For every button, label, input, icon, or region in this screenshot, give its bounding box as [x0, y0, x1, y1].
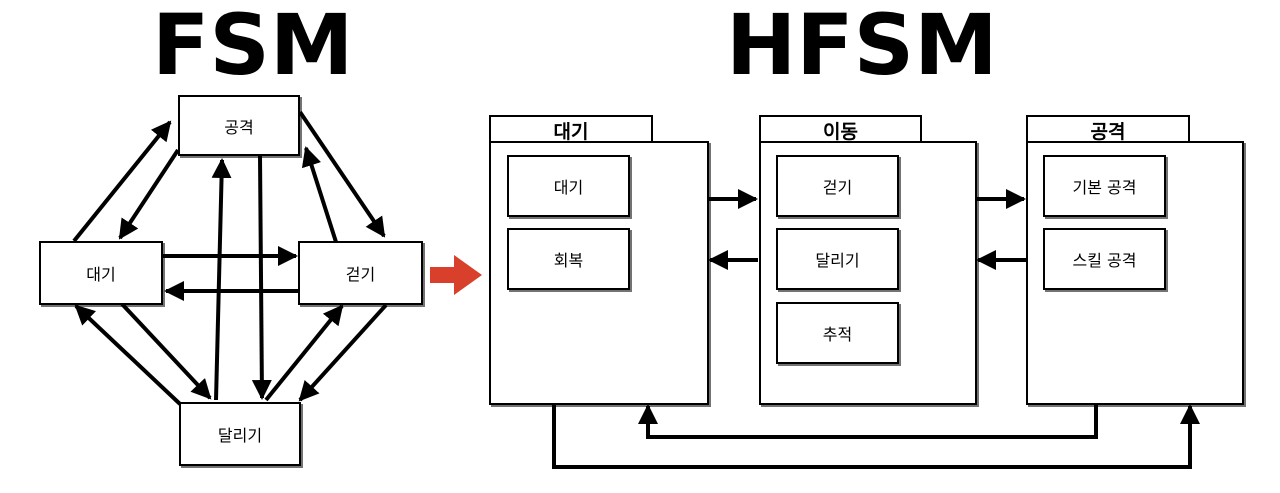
edge-idle-to-attack — [72, 120, 172, 243]
fsm-state-walk: 걷기 — [298, 241, 423, 305]
hfsm-idle-state-idle: 대기 — [507, 155, 630, 217]
edge-hidle-to-hattack — [552, 404, 1200, 469]
hfsm-move-state-walk: 걷기 — [776, 155, 899, 217]
transition-arrow — [430, 255, 482, 295]
edge-idle-to-run — [120, 302, 212, 400]
edge-walk-to-attack — [301, 146, 338, 243]
edge-attack-to-idle — [118, 148, 180, 240]
fsm-title: FSM — [152, 0, 354, 94]
edge-walk-to-run — [298, 303, 388, 402]
fsm-state-attack: 공격 — [178, 95, 300, 156]
edge-hattack-to-hidle — [638, 404, 1098, 439]
hfsm-move-state-chase: 추적 — [776, 302, 899, 364]
hfsm-group-idle-tab: 대기 — [489, 115, 653, 145]
edge-run-to-attack — [211, 158, 232, 401]
hfsm-attack-state-basic: 기본 공격 — [1043, 155, 1166, 217]
fsm-state-run: 달리기 — [179, 402, 301, 466]
hfsm-attack-state-skill: 스킬 공격 — [1043, 228, 1166, 290]
hfsm-move-state-run: 달리기 — [776, 228, 899, 290]
fsm-state-idle: 대기 — [39, 241, 163, 305]
edge-run-to-idle — [74, 304, 182, 406]
hfsm-title: HFSM — [726, 0, 998, 94]
hfsm-idle-state-recover: 회복 — [507, 228, 630, 290]
edge-run-to-walk — [264, 304, 344, 402]
edge-attack-to-walk — [298, 110, 386, 238]
edge-attack-to-run — [251, 155, 272, 400]
